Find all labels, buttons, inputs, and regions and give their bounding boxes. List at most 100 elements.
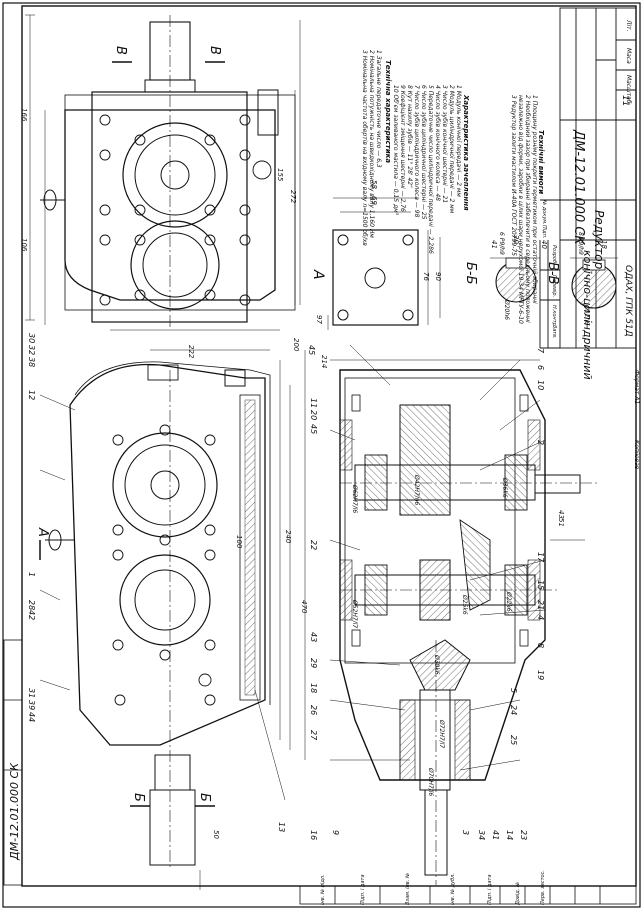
pos-30: 30 <box>27 333 36 344</box>
bottom-label-4: Підп. і дата <box>487 874 493 905</box>
dim-d70: Ø70Н7/l6 <box>427 768 434 797</box>
req-item-2: 2 Необхідний зазор при збиранні забезпеч… <box>524 95 531 323</box>
dim-214: 214 <box>320 355 328 369</box>
req-title: Технічні вимоги <box>537 130 545 195</box>
stamp-cell-doc: № докум. <box>541 200 547 225</box>
bottom-margin-table <box>299 885 637 905</box>
pos-25: 25 <box>509 735 518 746</box>
dim-41: 41 <box>490 240 498 249</box>
dim-d25: Ø25k6 <box>461 595 468 615</box>
dim-d20b: Ø20h6 <box>503 300 510 320</box>
dim-155: 155 <box>276 168 284 182</box>
section-b-top-left: В <box>113 46 128 55</box>
dim-166: 166 <box>20 108 28 122</box>
front-view <box>39 349 306 890</box>
pos-19: 19 <box>536 670 545 681</box>
gear-item-6: 6 Число зубів циліндричної шестерні — 25 <box>420 85 427 220</box>
pos-34: 34 <box>477 830 486 841</box>
bottom-label-6: Перв. застос. <box>540 870 546 905</box>
dim-d32h: Ø32h6 <box>583 305 590 325</box>
pos-9: 9 <box>331 830 340 836</box>
dim-90: 90 <box>434 272 442 281</box>
bottom-label-1: Підп. і дата <box>360 874 366 905</box>
dim-76: 76 <box>422 272 430 281</box>
gear-item-7: 7 Число зубів циліндричного колеса — 98 <box>413 85 420 218</box>
pos-39: 39 <box>27 700 36 711</box>
pos-27: 27 <box>309 730 318 741</box>
pos-17: 17 <box>536 552 545 563</box>
section-b-bottom-right: Б <box>197 793 212 802</box>
section-view <box>330 359 600 885</box>
scale-label: Масштаб <box>625 75 632 104</box>
section-vv <box>570 257 618 309</box>
tech-item-2: 2 Номінальна потужність на швидкохідному… <box>368 50 375 238</box>
pos-10: 10 <box>536 380 545 391</box>
dim-d36: Ø36k6 <box>501 478 508 498</box>
dim-d72: Ø72Н7/l7 <box>438 720 445 749</box>
dim-69: 69 <box>370 196 378 205</box>
dim-50: 50 <box>212 830 220 839</box>
pos-14: 14 <box>505 830 514 841</box>
dim-d42: Ø42Н7/n6 <box>413 475 420 506</box>
tech-item-1: 1 Загальне передаточне число — 6,3 <box>375 50 382 168</box>
pos-40: 41 <box>491 830 500 841</box>
pos-42: 43 <box>309 632 318 643</box>
mass-label: Маса <box>625 48 632 64</box>
pos-26: 26 <box>309 705 318 716</box>
pos-24: 24 <box>509 705 518 716</box>
bottom-label-0: Інв. № підл. <box>320 874 326 905</box>
pos-2: 2 <box>536 440 545 446</box>
section-vv-label: В-В <box>545 262 560 285</box>
pos-29: 29 <box>309 658 318 669</box>
gear-item-2: 2 Модуль циліндричної передачі — 2 мм <box>448 85 455 214</box>
req-item-1: 1 Площину розніму покрити герметиком при… <box>531 95 538 304</box>
stamp-cell-sign: Підп. <box>541 225 547 239</box>
dim-43: 43 <box>557 510 565 519</box>
pos-45: 45 <box>307 345 316 356</box>
pos-13: 13 <box>277 822 286 833</box>
pos-32: 32 <box>27 345 36 356</box>
left-stamp-strip <box>3 639 23 886</box>
pos-11: 11 <box>309 398 318 409</box>
gear-item-8: 8 Кут нахилу зубів — 11° 28' 42" <box>406 85 413 188</box>
dim-470: 470 <box>300 600 308 614</box>
gear-item-5: 5 Передаточне число циліндричної передач… <box>427 85 434 254</box>
pos-43: 44 <box>27 712 36 723</box>
gear-item-9: 9 Коефіцієнт зміщення шестерні — 2,76 <box>399 85 406 212</box>
gear-title: Характеристика зачеплення <box>462 95 470 211</box>
dim-97: 97 <box>315 315 323 324</box>
bottom-label-3: Інв. № дубл. <box>450 873 456 905</box>
lit-label: Літ. <box>625 20 632 32</box>
pos-16: 16 <box>309 830 318 841</box>
req-item-3: незалежно від форми, заробки в цілих шар… <box>517 95 524 324</box>
pos-31: 31 <box>27 688 36 699</box>
dim-d30: Ø30k6 <box>433 655 440 675</box>
view-a-label: А <box>310 270 326 280</box>
dim-222: 222 <box>187 345 195 359</box>
dim-20: 20 <box>512 235 520 244</box>
section-bb-label: Б-Б <box>463 262 478 285</box>
gear-item-1: 1 Модуль конічної передачі — 2 мм <box>455 85 462 197</box>
pos-15: 15 <box>536 580 545 591</box>
leader-lines <box>39 344 546 801</box>
dim-272: 272 <box>289 190 297 204</box>
format-label: Формат A1 <box>633 370 640 405</box>
pos-6: 6 <box>536 365 545 371</box>
dim-d62: Ø62Н7/l6 <box>351 485 358 514</box>
gear-item-4: 4 Число зубів конічного колеса — 48 <box>434 85 441 202</box>
bottom-label-5: Довід. № <box>515 881 521 905</box>
dim-100: 100 <box>235 535 243 549</box>
tech-item-3: 3 Номінальна частота обертів на вхідному… <box>361 50 368 246</box>
pos-44: 45 <box>309 424 318 435</box>
dim-58: 58 <box>370 180 378 189</box>
section-b-bottom-left: Б <box>131 793 146 802</box>
dim-106: 106 <box>20 238 28 252</box>
pos-8: 8 <box>536 643 545 649</box>
pos-21: 21 <box>536 600 545 611</box>
req-item-4: 3 Редуктор залити мастилом И-40А ГОСТ 20… <box>510 95 517 256</box>
pos-41: 42 <box>27 610 36 621</box>
dim-200: 200 <box>292 338 300 352</box>
section-bb <box>490 257 540 303</box>
pos-7: 7 <box>536 348 545 354</box>
